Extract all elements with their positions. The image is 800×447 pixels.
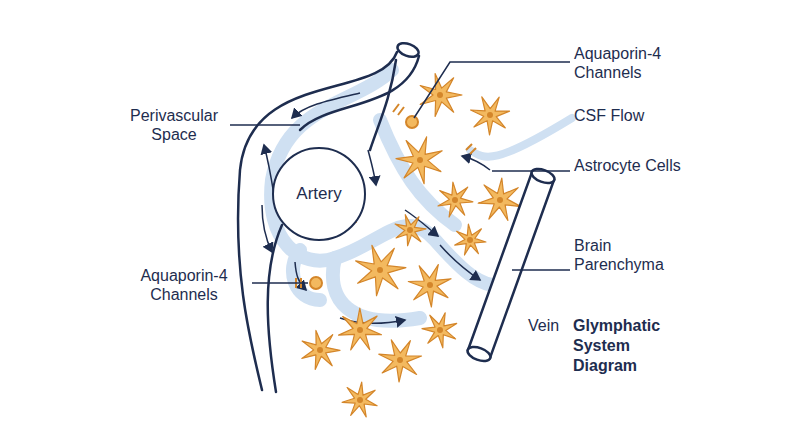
part-label: CSF Flow [574, 106, 694, 125]
cell-nucleus [497, 197, 503, 203]
cell-nucleus [417, 157, 423, 163]
astrocyte-cell [455, 224, 486, 255]
astrocyte-cell [438, 182, 473, 217]
astrocyte-cell [396, 137, 442, 184]
cell-nucleus [357, 397, 363, 403]
astrocyte-cell [471, 97, 510, 135]
cell-nucleus [317, 347, 323, 353]
astrocyte-cell [395, 215, 426, 246]
cell-nucleus [437, 92, 443, 98]
cell-nucleus [407, 227, 413, 233]
astrocyte-cell [408, 265, 451, 307]
cell-nucleus [377, 267, 383, 273]
cell-nucleus [397, 357, 403, 363]
astrocyte-cell [356, 245, 406, 295]
part-label: Perivascular Space [118, 106, 230, 144]
astrocyte-cell [302, 330, 340, 369]
part-label: Aquaporin-4 Channels [574, 44, 714, 82]
astrocyte-cell [379, 340, 422, 382]
artery-circle: Artery [272, 147, 366, 241]
part-label: Aquaporin-4 Channels [118, 266, 250, 304]
cell-nucleus [427, 282, 433, 288]
diagram-title: Glymphatic System Diagram [573, 316, 683, 376]
cell-nucleus [467, 237, 473, 243]
cell-nucleus [437, 327, 443, 333]
part-label: Astrocyte Cells [574, 156, 684, 175]
cell-nucleus [452, 197, 458, 203]
astrocyte-cell [342, 382, 377, 417]
node-label: Artery [296, 184, 341, 204]
astrocyte-cell [339, 308, 382, 350]
part-label: Vein [528, 316, 578, 335]
cell-nucleus [487, 112, 493, 118]
part-label: Brain Parenchyma [574, 236, 684, 274]
astrocyte-cell [478, 178, 521, 220]
astrocyte-cell [422, 313, 457, 348]
cell-nucleus [357, 327, 363, 333]
astrocyte-cell [420, 74, 462, 117]
